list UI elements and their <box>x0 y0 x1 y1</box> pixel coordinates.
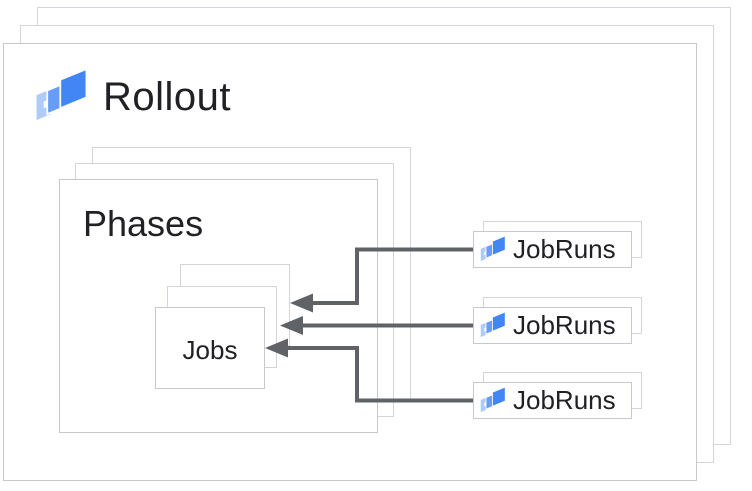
jobs-box <box>155 307 265 389</box>
cloud-deploy-icon <box>480 311 506 338</box>
cloud-deploy-icon <box>480 235 506 262</box>
jobruns-3-label: JobRuns <box>513 385 616 415</box>
cloud-deploy-icon <box>35 69 88 121</box>
jobruns-2-box: JobRuns <box>473 307 632 344</box>
cloud-deploy-icon <box>480 386 506 413</box>
jobruns-2-label: JobRuns <box>513 310 616 340</box>
jobruns-1-box: JobRuns <box>473 231 632 268</box>
rollout-title: Rollout <box>103 75 232 119</box>
phases-title: Phases <box>83 203 204 244</box>
jobruns-3-box: JobRuns <box>473 382 632 419</box>
jobruns-1-label: JobRuns <box>513 234 616 264</box>
rollout-header: Rollout <box>33 69 231 126</box>
jobs-title: Jobs <box>182 335 238 365</box>
